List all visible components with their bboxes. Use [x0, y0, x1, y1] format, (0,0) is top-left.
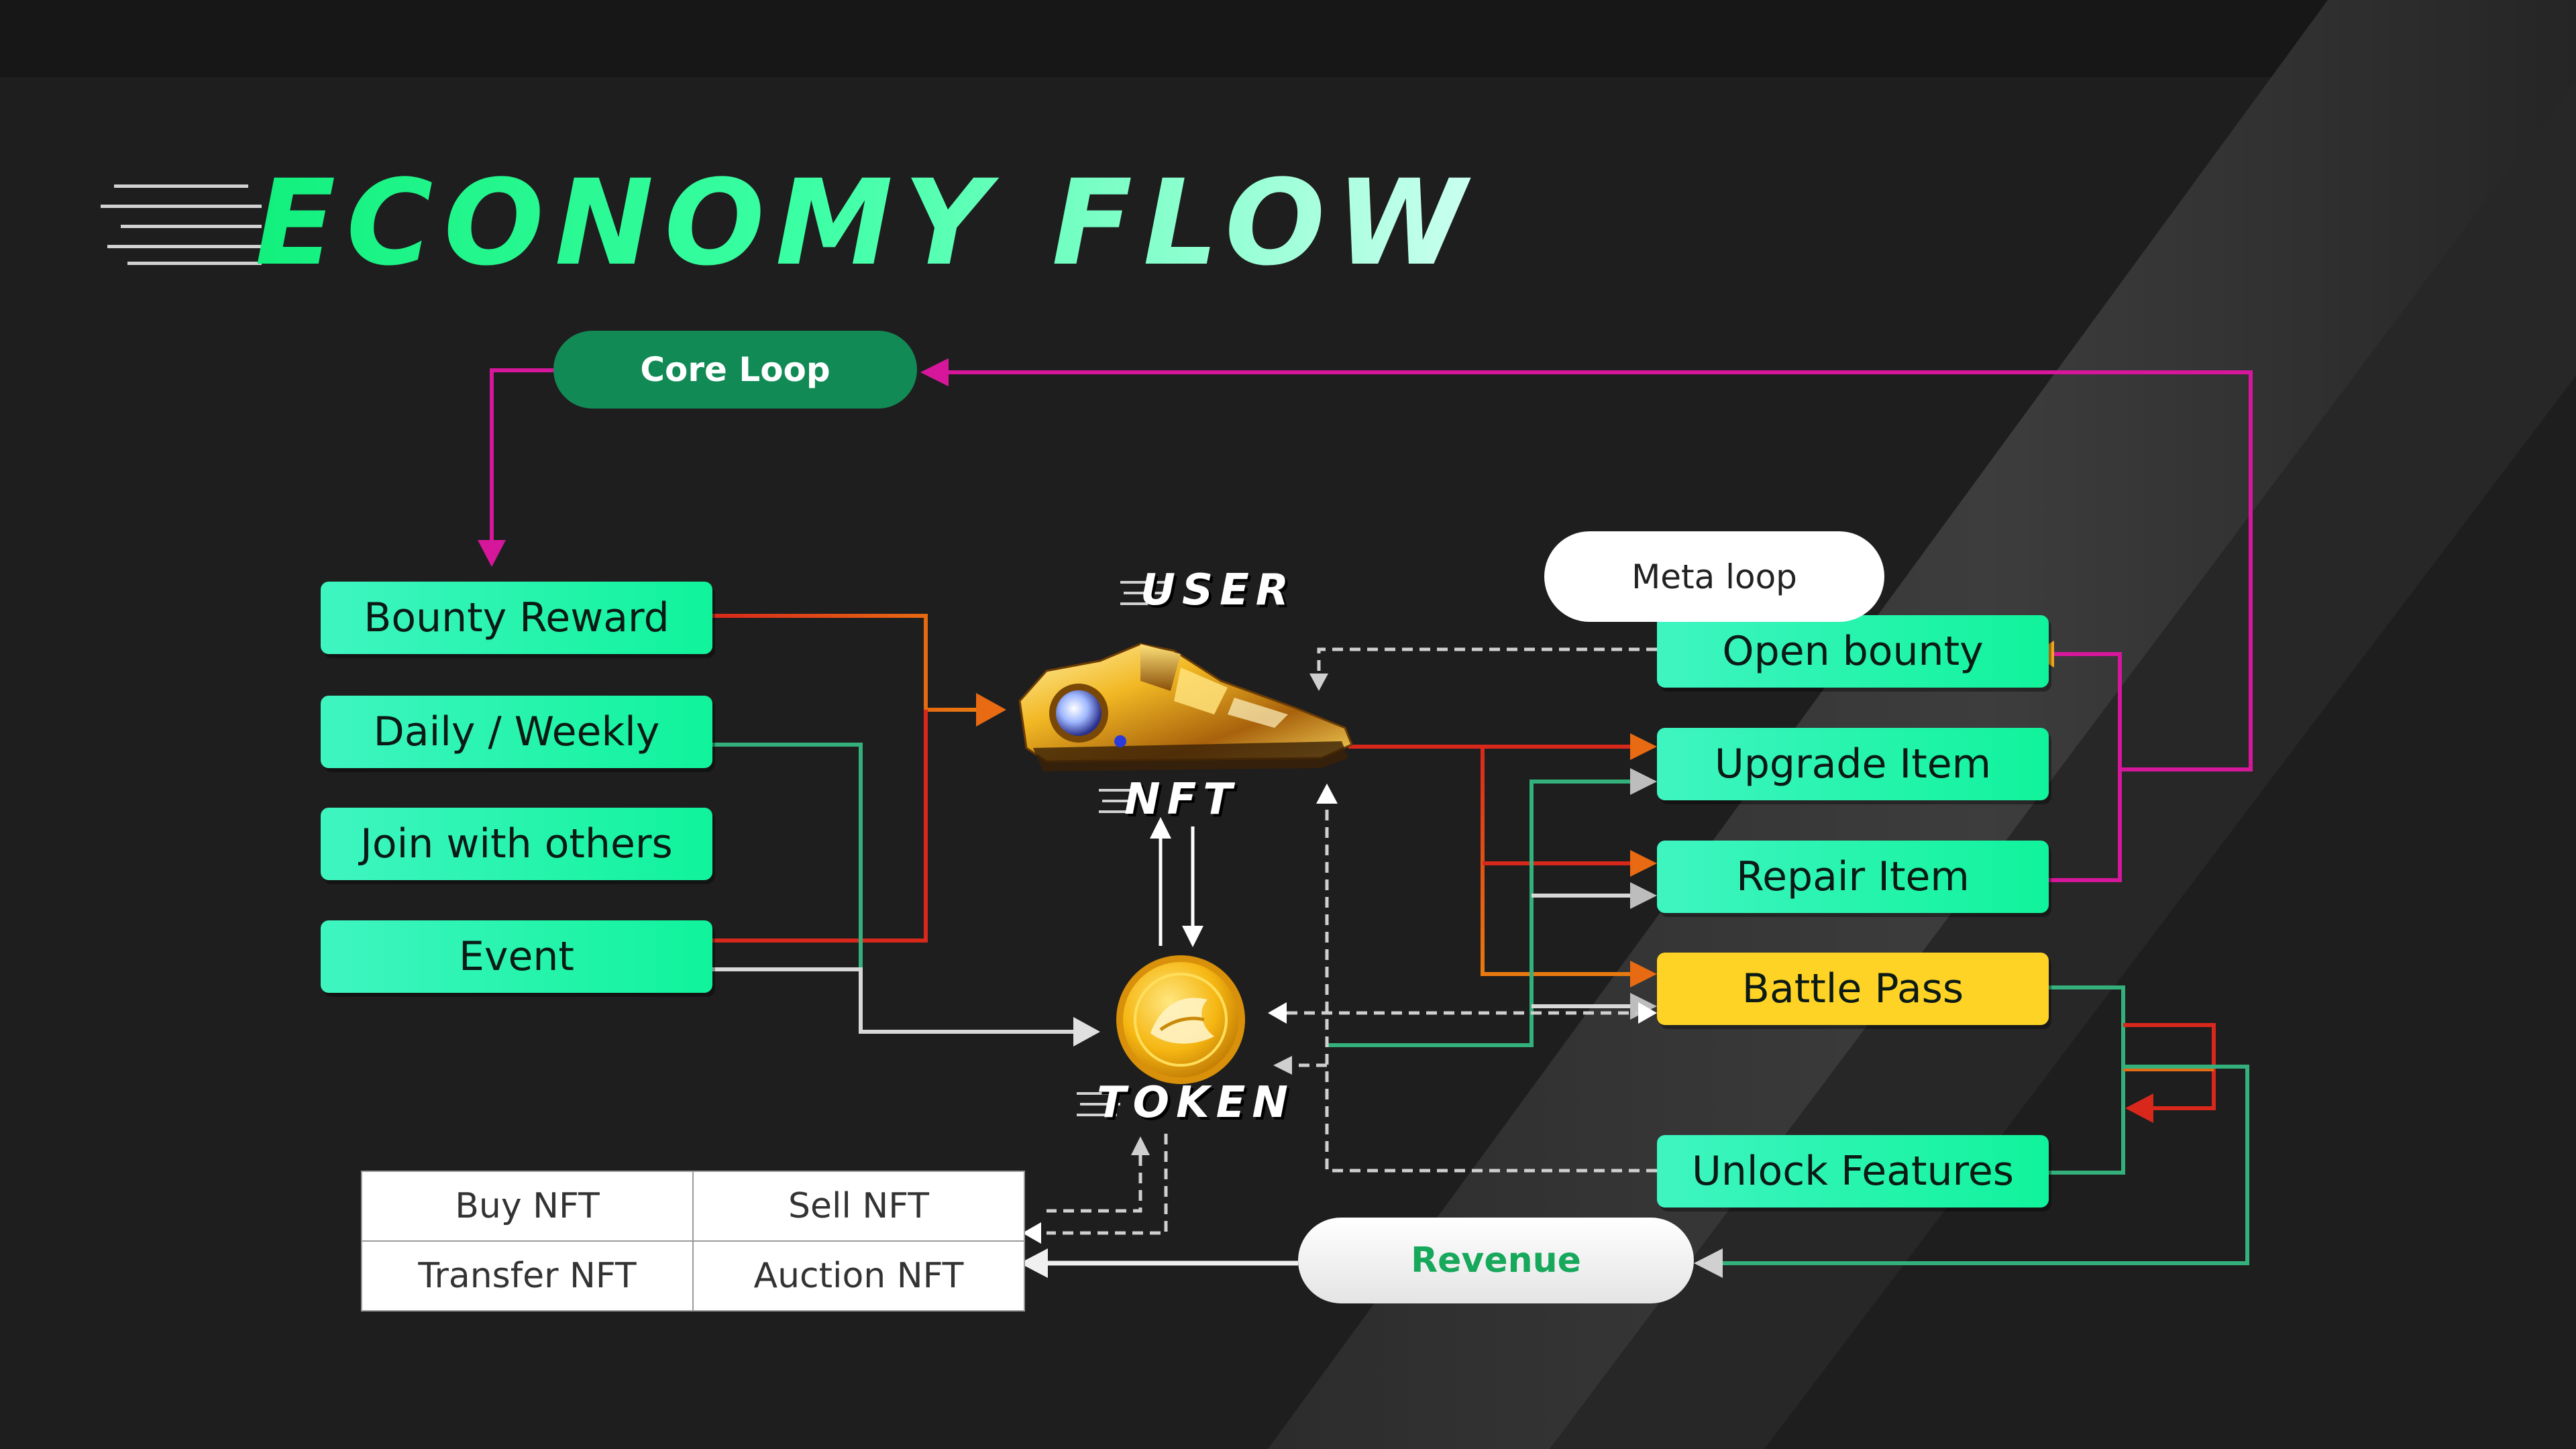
speed-line [101, 205, 262, 208]
unlock-red-loop-arrowhead [2125, 1093, 2153, 1123]
core-loop-return-line [946, 370, 2253, 771]
repair-arrowhead-red [1630, 850, 1657, 877]
token-to-market-dashed-1 [1046, 1134, 1168, 1235]
token-to-nft-arrowhead [1150, 817, 1171, 839]
speed-line [1124, 592, 1171, 594]
token-to-market-dashed-2 [1046, 1155, 1142, 1213]
nft-dashed-arrowhead [1316, 784, 1338, 804]
upgrade-arrowhead-gray [1630, 768, 1657, 795]
nft-sneaker-icon [1018, 643, 1353, 771]
user-label: USER [1140, 566, 1296, 615]
repair-item-box: Repair Item [1657, 841, 2049, 913]
market-dashed-arrowhead [1022, 1222, 1041, 1244]
buy-nft-cell: Buy NFT [361, 1171, 694, 1242]
join-with-others-box: Join with others [321, 808, 712, 880]
token-dashed-arrowhead [1273, 1056, 1292, 1075]
revenue-pill: Revenue [1298, 1218, 1694, 1303]
sell-nft-cell: Sell NFT [692, 1171, 1025, 1242]
core-loop-pill: Core Loop [553, 331, 917, 409]
token-label: TOKEN [1097, 1078, 1295, 1128]
unlock-features-box: Unlock Features [1657, 1135, 2049, 1208]
daily-weekly-box: Daily / Weekly [321, 696, 712, 768]
battle-pass-arrowhead-red [1630, 961, 1657, 987]
user-label-group: USER [1120, 569, 1315, 616]
bounty-reward-box: Bounty Reward [321, 582, 712, 654]
upgrade-item-box: Upgrade Item [1657, 728, 2049, 800]
meta-loop-pill: Meta loop [1544, 531, 1884, 622]
token-label-group: TOKEN [1077, 1081, 1298, 1128]
event-to-token-line [711, 967, 1073, 1034]
revenue-input-arrowhead [1694, 1248, 1723, 1278]
speed-line [114, 184, 248, 188]
nft-to-token-arrowhead [1182, 926, 1203, 947]
speed-line [121, 225, 262, 228]
daily-to-token-line [711, 743, 863, 1032]
speed-line [1099, 810, 1132, 813]
nft-market-table: Buy NFT Sell NFT Transfer NFT Auction NF… [361, 1171, 1025, 1311]
battle-pass-to-unlock-line [2047, 985, 2125, 1175]
core-loop-down-line [490, 368, 553, 543]
user-dashed-arrowhead [1309, 674, 1328, 691]
token-to-right-line [1328, 780, 1630, 1047]
upgrade-arrowhead-red [1630, 733, 1657, 760]
transfer-nft-cell: Transfer NFT [361, 1240, 694, 1311]
title-block: ECONOMY FLOW [101, 164, 1466, 282]
dashed-arrowhead-right [1638, 1002, 1657, 1024]
speed-line [107, 245, 262, 248]
market-arrowhead [1020, 1248, 1048, 1278]
page-title: ECONOMY FLOW [255, 154, 1477, 292]
speed-line [1080, 1103, 1120, 1106]
speed-line [1120, 602, 1167, 605]
speed-line [1077, 1114, 1117, 1116]
nft-to-upgrade-line [1348, 745, 1630, 976]
battle-pass-to-revenue-line [1717, 1065, 2249, 1265]
core-loop-down-arrowhead [478, 540, 506, 567]
table-row: Transfer NFT Auction NFT [361, 1240, 1025, 1311]
event-box: Event [321, 920, 712, 993]
open-bounty-to-user-dashed [1317, 647, 1657, 674]
repair-arrowhead-gray [1630, 882, 1657, 909]
nft-label-group: NFT [1099, 778, 1246, 825]
unlock-to-nft-dashed [1325, 805, 1657, 1173]
dashed-arrowhead-left [1268, 1002, 1287, 1024]
auction-nft-cell: Auction NFT [692, 1240, 1025, 1311]
speed-line [127, 262, 262, 265]
speed-line [1099, 789, 1132, 792]
open-bounty-box: Open bounty [1657, 615, 2049, 688]
battle-pass-box: Battle Pass [1657, 953, 2049, 1025]
token-input-arrowhead [1073, 1017, 1100, 1046]
nft-label: NFT [1124, 775, 1239, 824]
repair-to-open-bounty-line [2047, 652, 2122, 882]
speed-line [1120, 581, 1167, 584]
speed-line [1077, 1092, 1117, 1095]
speed-line [1102, 800, 1136, 802]
core-loop-return-arrowhead [920, 358, 949, 386]
token-coin-icon [1116, 955, 1245, 1084]
token-dashed-up-arrowhead [1131, 1136, 1150, 1155]
event-to-nft-line [711, 710, 928, 943]
table-row: Buy NFT Sell NFT [361, 1171, 1025, 1242]
bounty-to-nft-line [711, 614, 979, 712]
nft-input-arrowhead [976, 693, 1006, 727]
